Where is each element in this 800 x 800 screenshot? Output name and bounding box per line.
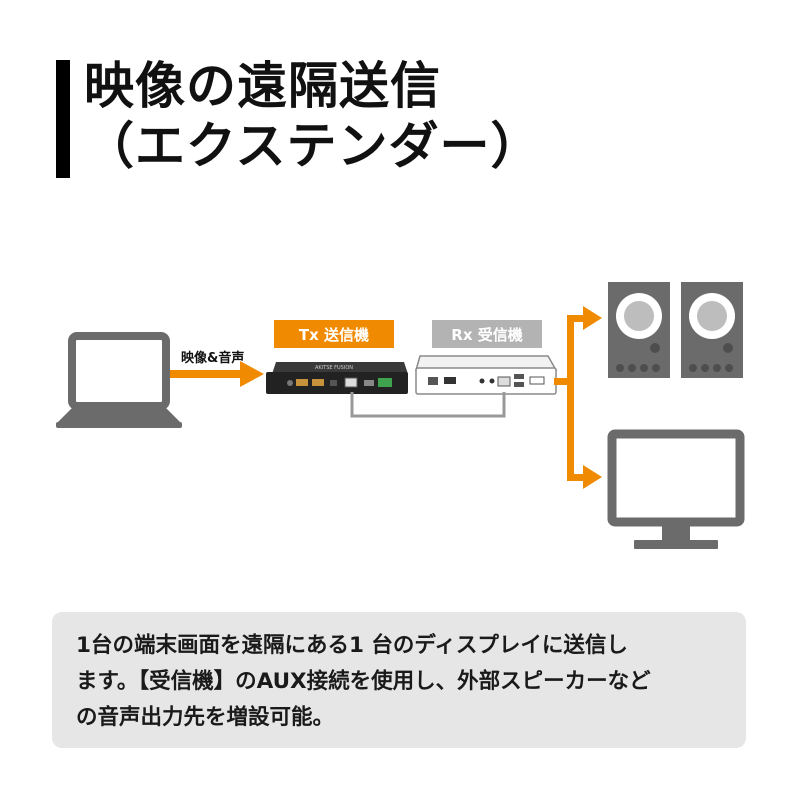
title-accent-bar [56, 60, 70, 178]
tx-brand: AKITSE FUSION [315, 365, 353, 371]
caption-line-2: ます。【受信機】のAUX接続を使用し、外部スピーカーなど [76, 669, 651, 694]
tx-transmitter-device: AKITSE FUSION [266, 362, 408, 394]
monitor-icon [607, 429, 745, 549]
page-title: 映像の遠隔送信 （エクステンダー） [84, 56, 542, 176]
rx-label: Rx 受信機 [432, 320, 542, 348]
rx-output-arrows [554, 306, 602, 489]
speaker-icon [681, 282, 743, 378]
tx-label: Tx 送信機 [274, 320, 394, 348]
caption-text: 1台の端末画面を遠隔にある1 台のディスプレイに送信し ます。【受信機】のAUX… [76, 628, 728, 736]
caption-box: 1台の端末画面を遠隔にある1 台のディスプレイに送信し ます。【受信機】のAUX… [52, 612, 746, 748]
rx-label-text: Rx 受信機 [451, 326, 522, 344]
title-line-2: （エクステンダー） [84, 117, 542, 175]
caption-line-3: の音声出力先を増設可能。 [76, 705, 335, 730]
laptop-to-tx-arrow [170, 361, 264, 387]
laptop-icon [56, 332, 182, 428]
caption-line-1: 1台の端末画面を遠隔にある1 台のディスプレイに送信し [76, 633, 628, 658]
title-line-1: 映像の遠隔送信 [84, 57, 441, 115]
speaker-icon [608, 282, 670, 378]
tx-label-text: Tx 送信機 [299, 326, 369, 344]
laptop-output-label: 映像&音声 [181, 350, 244, 366]
tx-rx-cable [350, 392, 506, 418]
rx-receiver-device [415, 355, 558, 395]
